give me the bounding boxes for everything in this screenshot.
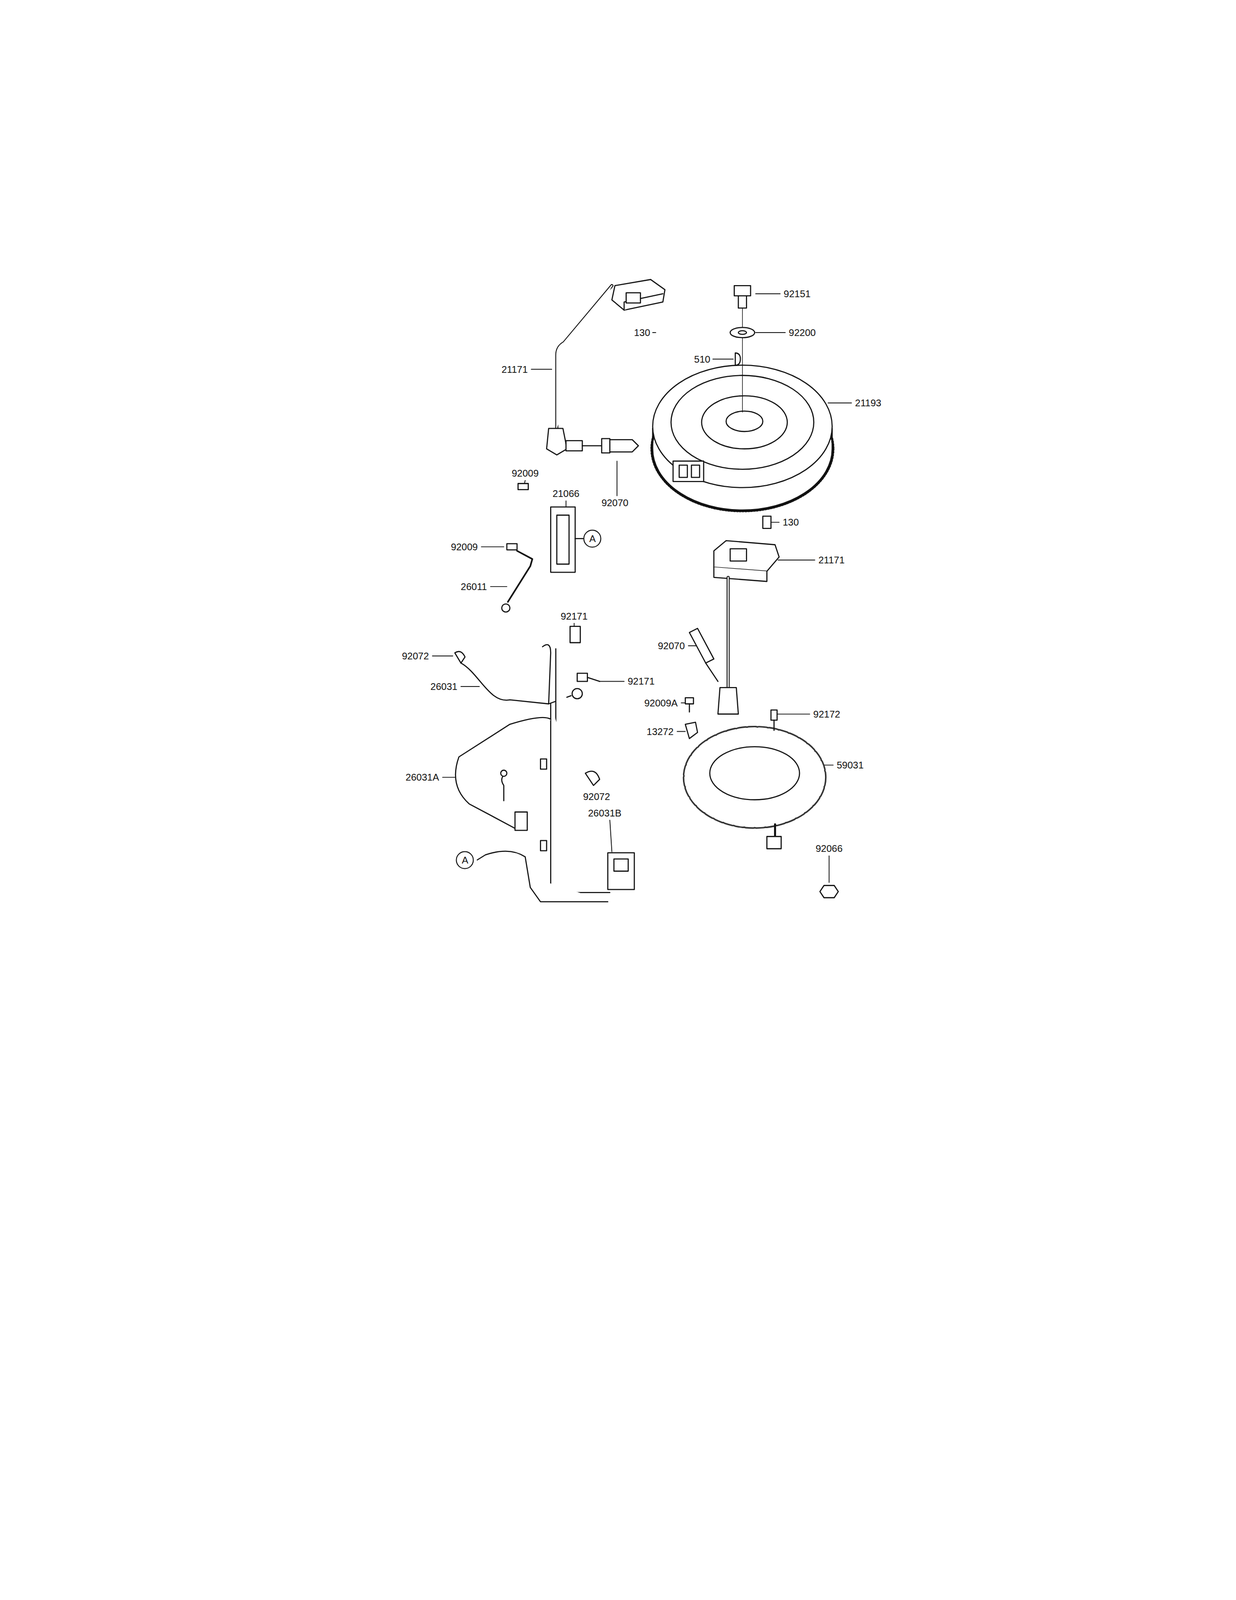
bracket xyxy=(685,697,698,739)
reference-letter: A xyxy=(455,850,475,870)
callout-number: 92171 xyxy=(627,675,656,687)
callout-number: 92070 xyxy=(657,640,686,651)
callout-number: 92072 xyxy=(582,791,611,802)
ignition-coil-right xyxy=(689,516,779,714)
callout-number: 130 xyxy=(782,516,800,528)
leader-lines xyxy=(432,293,852,883)
ignition-coil-top xyxy=(546,279,666,455)
control-module xyxy=(501,483,584,612)
callout-number: 92009A xyxy=(643,697,679,709)
callout-number: 26031A xyxy=(405,771,440,783)
callout-number: 92009 xyxy=(450,541,479,553)
callout-number: 26031 xyxy=(429,681,459,692)
callout-number: 59031 xyxy=(836,759,865,771)
callout-number: 92151 xyxy=(783,288,812,300)
callout-number: 92070 xyxy=(601,497,630,508)
reference-circle: A xyxy=(583,529,602,548)
wire-harness xyxy=(454,626,634,902)
callout-number: 92009 xyxy=(511,467,540,479)
callout-number: 13272 xyxy=(646,726,675,737)
callout-number: 26011 xyxy=(460,581,488,592)
stator xyxy=(687,709,839,898)
callout-number: 92066 xyxy=(815,842,844,854)
callout-number: 21171 xyxy=(817,554,845,566)
callout-number: 92200 xyxy=(788,327,817,338)
callout-number: 130 xyxy=(633,327,651,338)
callout-number: 510 xyxy=(693,353,711,365)
reference-letter: A xyxy=(583,529,602,548)
reference-circle: A xyxy=(455,850,475,870)
callout-number: 26031B xyxy=(587,807,622,819)
callout-number: 92172 xyxy=(812,708,841,720)
callout-number: 92171 xyxy=(560,610,589,622)
callout-number: 21171 xyxy=(501,364,529,375)
bolt-washer-key xyxy=(729,285,755,412)
callout-number: 92072 xyxy=(401,650,430,662)
callout-number: 21193 xyxy=(854,397,882,409)
callout-number: 21066 xyxy=(552,488,581,499)
